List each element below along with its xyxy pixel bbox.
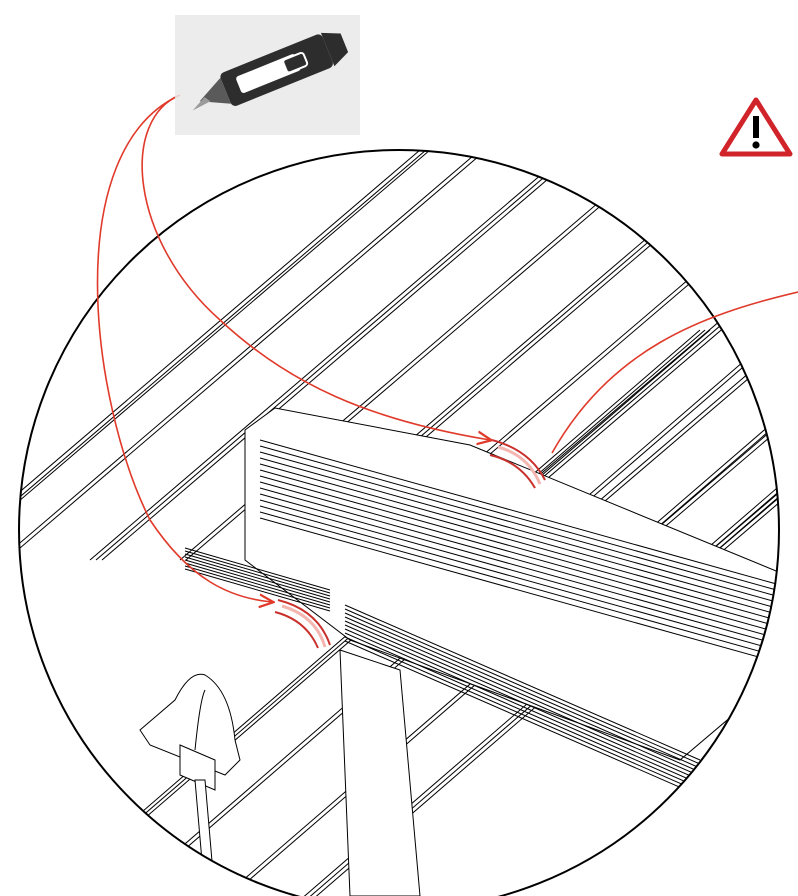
gasket-line [184,559,331,603]
transom-line [259,481,779,633]
transom-line [259,517,779,669]
gasket-line [184,562,331,606]
transom-profile-face [244,407,779,761]
transom-line [259,499,779,651]
transom-line [344,612,701,769]
warning-triangle-icon [719,97,793,157]
transom-line [344,624,701,781]
transom-line [259,445,779,597]
arrow-to-lower-cut [96,94,273,602]
rail-line [19,150,481,561]
transom-line [259,469,779,621]
mullion-profile [339,649,421,896]
cover-cap-profile [139,673,241,896]
rail-line [625,150,779,561]
transom-line [344,636,701,793]
transom-line [344,608,701,765]
transom-line [344,620,701,777]
gasket-line [184,553,331,597]
gasket-strip-lines [184,547,331,612]
rail-line [699,150,779,561]
annotation-arrows [96,94,798,602]
rail-line [705,150,779,561]
transom-profile-lines [259,439,779,797]
transom-line [344,632,701,789]
transom-line [259,475,779,627]
profile-line-art [19,150,798,896]
gasket-line [184,565,331,609]
rail-line [19,150,487,561]
detail-circle-border [18,149,780,896]
utility-knife-icon [175,15,360,135]
detail-view [18,149,798,896]
transom-line [344,640,701,797]
rail-line [19,150,431,561]
rail-line [790,150,798,560]
transom-line [259,463,779,615]
transom-line [259,439,779,591]
transom-line [259,451,779,603]
cut-mark-upper [489,439,546,489]
transom-line [344,628,701,785]
rail-line [89,150,571,561]
rail-line [95,150,577,561]
pointer-line-right [551,291,798,454]
rail-line [619,150,779,561]
gasket-line [184,568,331,612]
transom-line [259,511,779,663]
arrow-to-upper-cut [141,94,490,440]
transom-line [259,505,779,657]
rail-line [19,150,427,561]
transom-line [259,493,779,645]
transom-line [344,604,701,761]
cut-mark-lower [274,599,331,649]
transom-line [259,457,779,609]
gasket-line [184,556,331,600]
rail-line [101,150,583,561]
rail-line [711,150,779,561]
transom-line [344,616,701,773]
gasket-line [184,547,331,591]
transom-line [259,487,779,639]
gasket-line [184,550,331,594]
